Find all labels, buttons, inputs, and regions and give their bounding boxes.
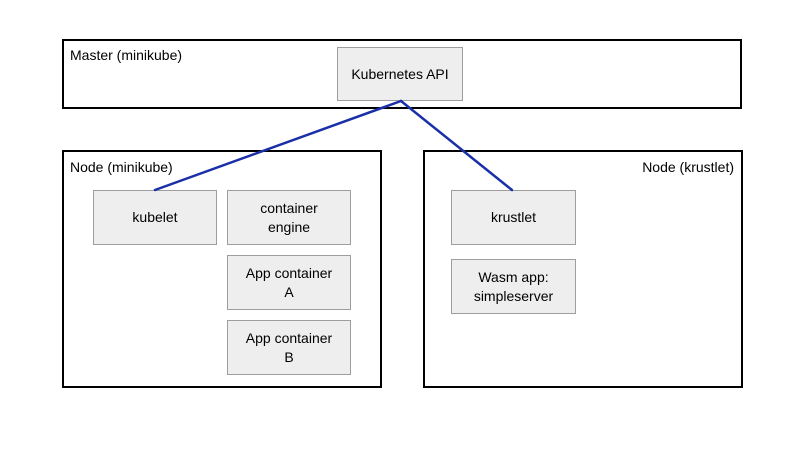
wasm-app-label-line1: Wasm app: [478,268,549,285]
krustlet-box: krustlet [451,190,576,245]
app-container-b-label-line1: App container [245,329,333,346]
node-minikube-label: Node (minikube) [70,159,173,175]
container-engine-label-line2: engine [267,218,311,235]
app-container-a-label-line1: App container [245,264,333,281]
krustlet-label: krustlet [490,209,537,225]
app-container-a-box: App container A [227,255,351,310]
master-label: Master (minikube) [70,47,183,63]
app-container-b-box: App container B [227,320,351,375]
kubelet-label: kubelet [132,209,178,225]
container-engine-box: container engine [227,190,351,245]
container-engine-label-line1: container [260,199,318,216]
wasm-app-box: Wasm app: simpleserver [451,259,576,314]
app-container-b-label-line2: B [284,348,294,365]
kubernetes-api-box: Kubernetes API [337,47,463,101]
kubernetes-api-label: Kubernetes API [351,65,449,82]
node-krustlet-label: Node (krustlet) [642,159,734,175]
kubelet-box: kubelet [93,190,217,245]
wasm-app-label-line2: simpleserver [473,287,554,304]
app-container-a-label-line2: A [284,283,294,300]
